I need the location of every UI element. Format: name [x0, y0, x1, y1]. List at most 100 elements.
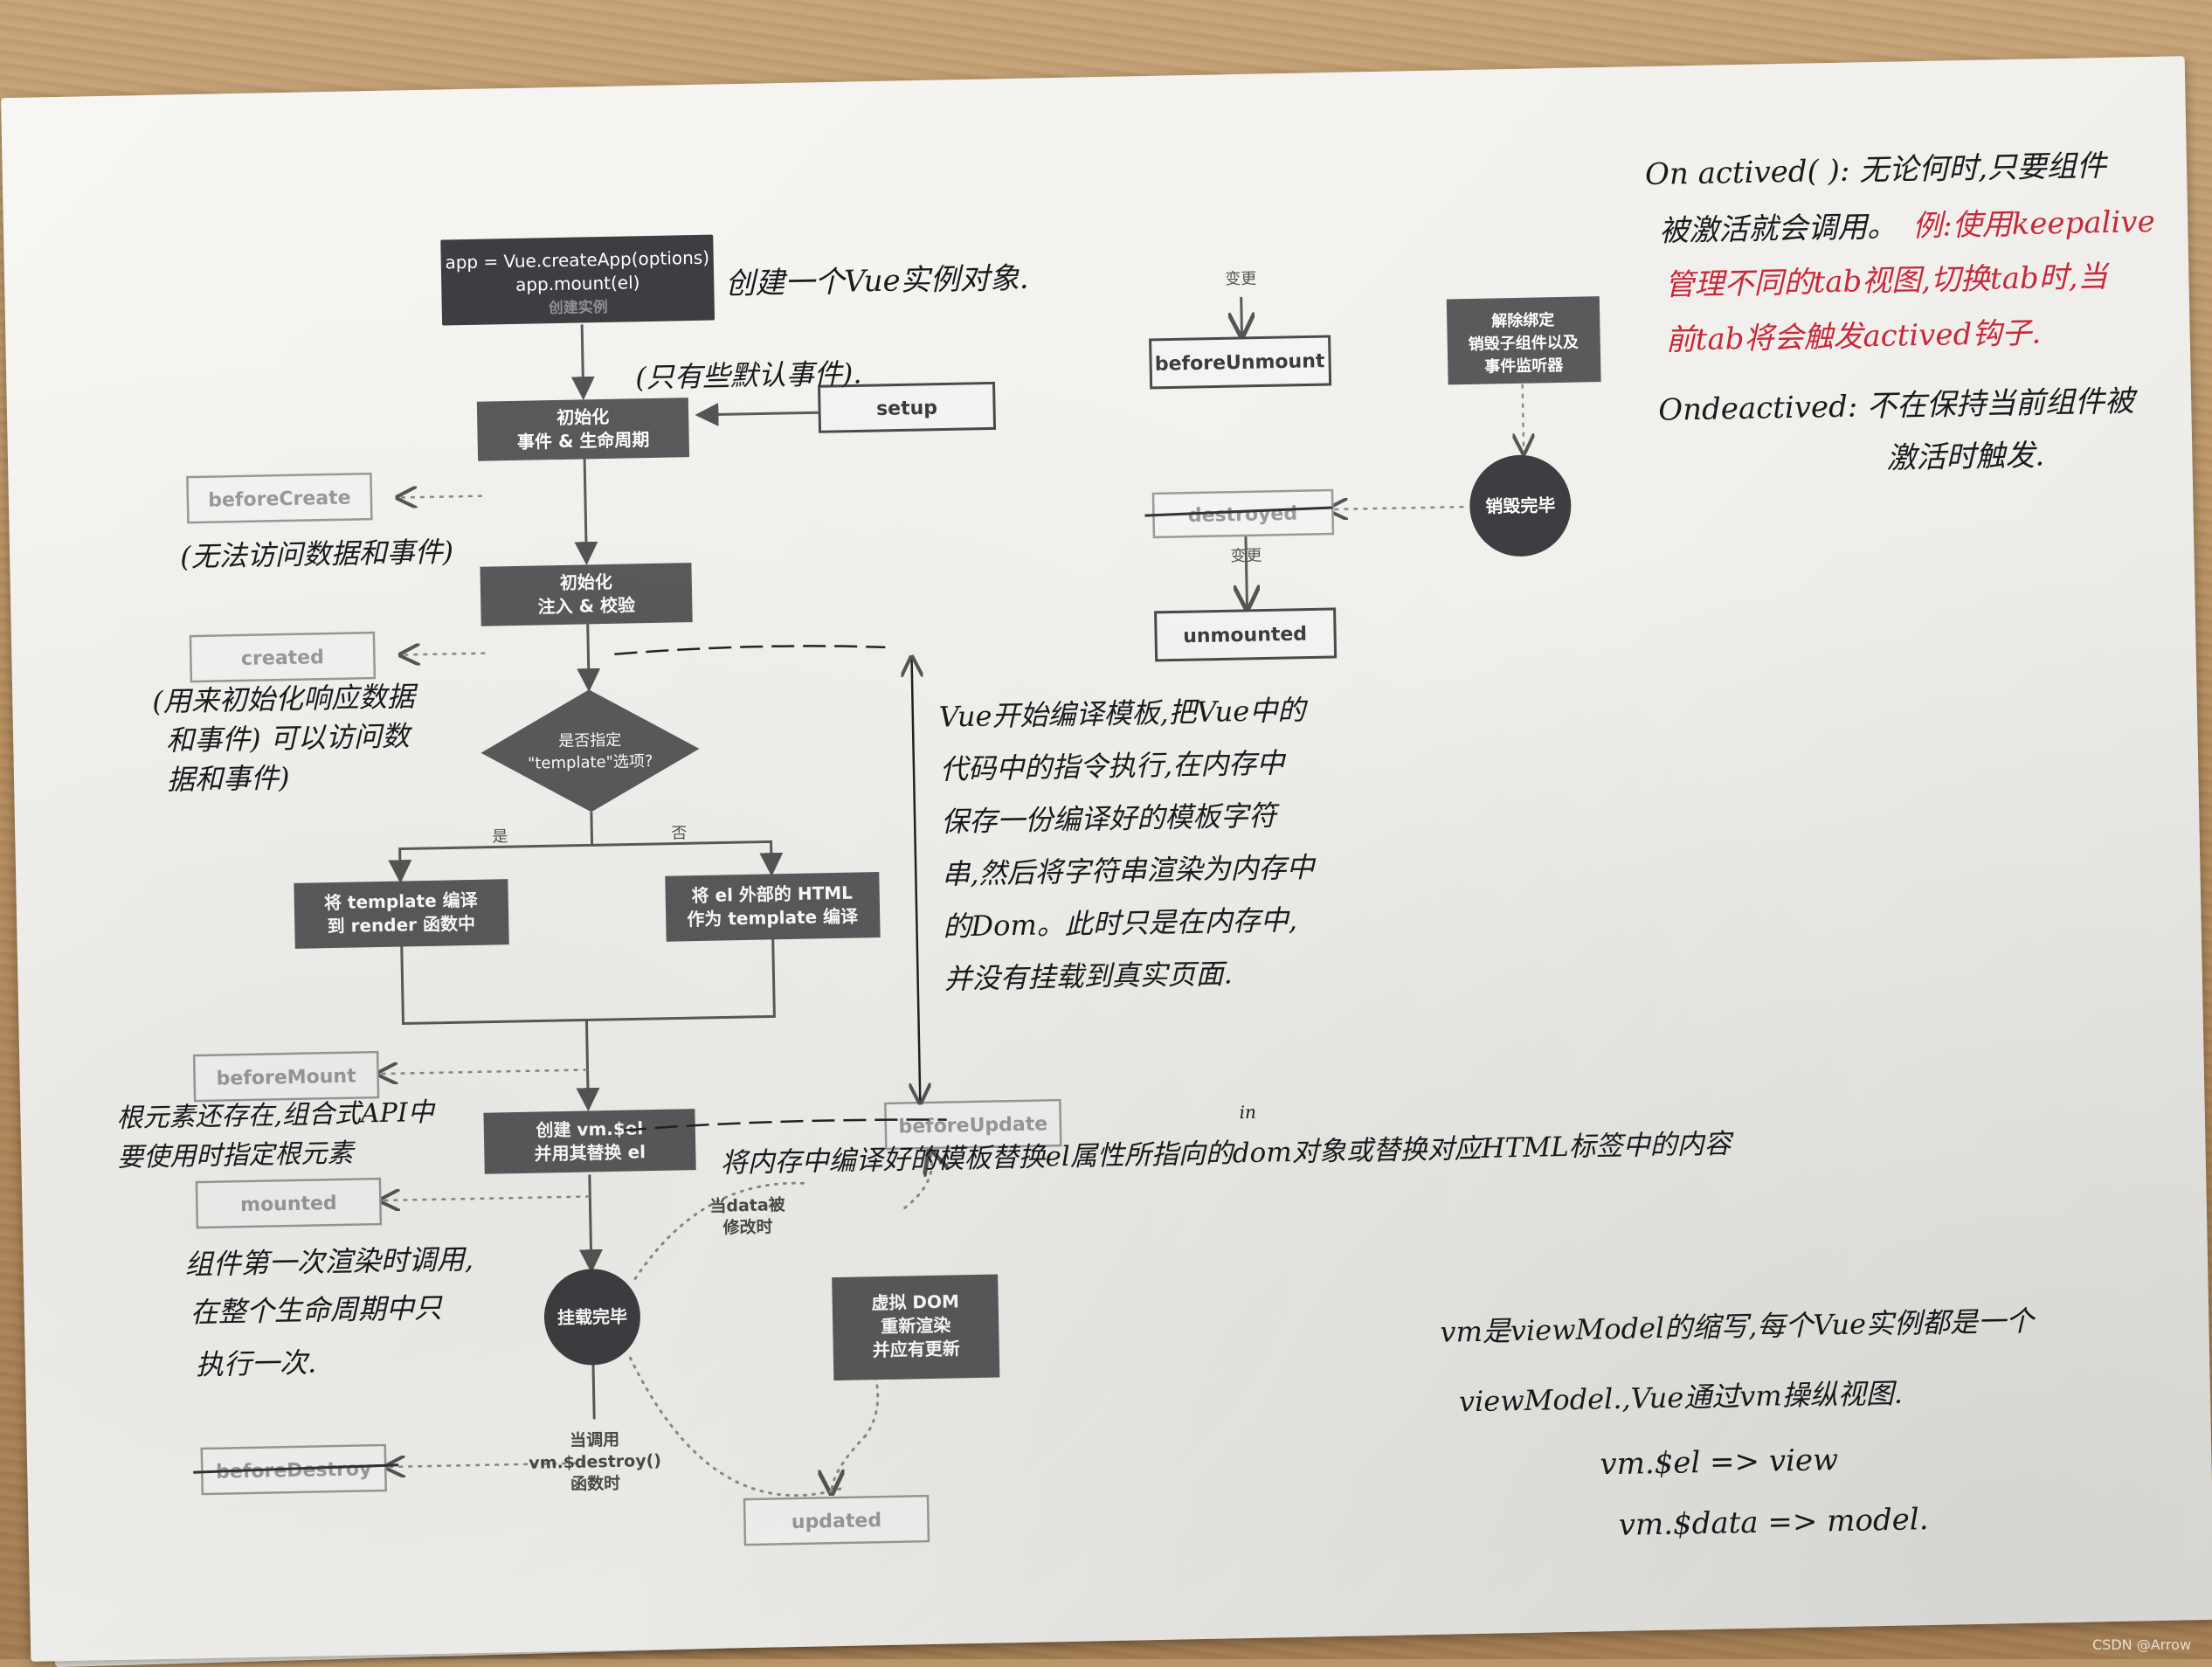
- bracket-vertical: [912, 657, 921, 1103]
- svg-text:updated: updated: [791, 1510, 882, 1533]
- cycle-arc-right: [862, 1342, 880, 1437]
- svg-text:到 render 函数中: 到 render 函数中: [327, 913, 475, 937]
- unmounted-node: unmounted: [1154, 607, 1338, 662]
- svg-text:app = Vue.createApp(options): app = Vue.createApp(options): [445, 247, 709, 273]
- note-activated-line-1: On actived( ): 无论何时,只要组件: [1645, 149, 2110, 192]
- svg-text:初始化: 初始化: [560, 571, 612, 593]
- note-compile-line-4: 串,然后将字符串渲染为内存中: [942, 850, 1317, 890]
- note-activated-line-3: 管理不同的tab视图,切换tab时,当: [1664, 259, 2111, 303]
- arrow-to-beforedestroy: [385, 1463, 596, 1467]
- updated-node: updated: [743, 1494, 930, 1546]
- arrow-init-to-inject: [574, 459, 598, 566]
- change-label-1: 变更: [1225, 270, 1256, 289]
- change-label-2: 变更: [1230, 547, 1262, 566]
- before-destroy-node: beforeDestroy: [193, 1443, 399, 1496]
- svg-text:创建实例: 创建实例: [548, 298, 608, 317]
- before-mount-node: beforeMount: [192, 1050, 380, 1103]
- arrow-yes-branch: [388, 812, 594, 884]
- bracket-bottom: [623, 1118, 947, 1131]
- created-node: created: [189, 631, 377, 683]
- virtual-dom-node: 虚拟 DOM 重新渲染 并应有更新: [832, 1274, 1000, 1381]
- arrow-to-mounted: [380, 1196, 591, 1200]
- note-activated-line-2-red: 例:使用keepalive: [1912, 204, 2155, 244]
- note-before-create: (无法访问数据和事件): [180, 535, 454, 573]
- svg-text:created: created: [241, 647, 324, 670]
- note-deactivated-line-1: Ondeactived: 不在保持当前组件被: [1658, 384, 2139, 428]
- compile-template-node: 将 template 编译 到 render 函数中: [294, 879, 509, 949]
- merge-line: [400, 937, 776, 1026]
- data-changed-label-2: 修改时: [722, 1216, 772, 1237]
- note-replace: 将内存中编译好的模板替换el属性所指向的dom对象或替换对应HTML标签中的内容: [720, 1128, 1735, 1179]
- note-vm-line-2: viewModel.,Vue通过vm操纵视图.: [1459, 1377, 1904, 1419]
- svg-text:注入 & 校验: 注入 & 校验: [537, 594, 635, 617]
- svg-text:并用其替换 el: 并用其替换 el: [534, 1141, 646, 1164]
- svg-text:将 template 编译: 将 template 编译: [324, 889, 479, 913]
- note-activated-line-2-black: 被激活就会调用。: [1659, 210, 1897, 249]
- call-destroy-label-3: 函数时: [570, 1473, 620, 1494]
- svg-text:初始化: 初始化: [556, 406, 609, 428]
- bracket-top: [614, 645, 886, 656]
- mounted-node: mounted: [195, 1177, 383, 1229]
- data-changed-label-1: 当data被: [709, 1194, 785, 1216]
- note-before-mount-line-2: 要使用时指定根元素: [117, 1138, 356, 1173]
- arrow-merge-to-create-el: [576, 1020, 600, 1112]
- note-compile-line-5: 的Dom。此时只是在内存中,: [943, 903, 1297, 944]
- call-destroy-label-2: vm.$destroy(): [529, 1451, 661, 1473]
- compile-el-node: 将 el 外部的 HTML 作为 template 编译: [665, 872, 881, 942]
- note-vm-line-3: vm.$el => view: [1600, 1442, 1838, 1482]
- setup-node: setup: [818, 381, 997, 433]
- destroyed-node: destroyed: [1144, 488, 1335, 539]
- svg-text:是否指定: 是否指定: [558, 731, 621, 750]
- line-mounted-down: [591, 1362, 596, 1420]
- init-events-node: 初始化 事件 & 生命周期: [476, 398, 690, 461]
- note-create-instance: 创建一个Vue实例对象.: [725, 261, 1029, 302]
- svg-text:事件 & 生命周期: 事件 & 生命周期: [517, 429, 650, 453]
- svg-text:作为 template 编译: 作为 template 编译: [687, 905, 859, 930]
- svg-text:将 el 外部的 HTML: 将 el 外部的 HTML: [691, 882, 853, 907]
- paper-sheet: app = Vue.createApp(options) app.mount(e…: [1, 56, 2212, 1662]
- template-decision-node: 是否指定 "template"选项?: [480, 689, 700, 813]
- arrow-to-beforecreate: [397, 496, 482, 498]
- svg-text:重新渲染: 重新渲染: [881, 1315, 951, 1338]
- arrow-to-updated: [831, 1434, 868, 1493]
- arrow-to-beforemount: [378, 1069, 588, 1074]
- svg-text:虚拟 DOM: 虚拟 DOM: [871, 1290, 959, 1313]
- note-compile-line-6: 并没有挂载到真实页面.: [944, 957, 1233, 995]
- note-vm-line-1: vm是viewModel的缩写,每个Vue实例都是一个: [1440, 1304, 2036, 1349]
- svg-text:beforeUnmount: beforeUnmount: [1155, 350, 1325, 376]
- before-update-node: beforeUpdate: [884, 1098, 1062, 1151]
- destroy-done-circle: 销毁完毕: [1469, 454, 1572, 557]
- svg-text:beforeMount: beforeMount: [216, 1066, 356, 1090]
- note-created-line-1: (用来初始化响应数据: [152, 680, 418, 718]
- svg-text:beforeUpdate: beforeUpdate: [898, 1113, 1047, 1138]
- svg-text:setup: setup: [876, 398, 937, 420]
- arrow-to-beforeupdate: [903, 1151, 932, 1210]
- note-created-line-2: 和事件) 可以访问数: [166, 719, 413, 757]
- svg-text:并应有更新: 并应有更新: [873, 1338, 960, 1360]
- note-created-line-3: 据和事件): [167, 761, 290, 797]
- svg-text:销毁子组件以及: 销毁子组件以及: [1469, 333, 1580, 354]
- arrow-setup-to-init: [695, 402, 820, 426]
- note-mounted-line-3: 执行一次.: [196, 1346, 317, 1382]
- note-compile-line-1: Vue开始编译模板,把Vue中的: [938, 694, 1309, 734]
- arrow-unbind-to-done: [1522, 374, 1524, 453]
- arrow-destroyed-to-unmounted: [1246, 532, 1248, 609]
- arrow-create-to-init: [570, 324, 595, 401]
- call-destroy-label-1: 当调用: [570, 1429, 619, 1450]
- init-inject-node: 初始化 注入 & 校验: [480, 563, 693, 626]
- before-create-node: beforeCreate: [186, 472, 373, 524]
- note-deactivated-line-2: 激活时触发.: [1886, 438, 2045, 475]
- svg-text:解除绑定: 解除绑定: [1491, 310, 1554, 330]
- create-app-node: app = Vue.createApp(options) app.mount(e…: [440, 234, 715, 326]
- cycle-arc-bottom: [626, 1352, 842, 1498]
- no-label: 否: [671, 824, 687, 842]
- note-mounted-line-1: 组件第一次渲染时调用,: [184, 1242, 474, 1281]
- svg-text:事件监听器: 事件监听器: [1484, 356, 1564, 377]
- note-vm-line-4: vm.$data => model.: [1618, 1502, 1928, 1543]
- mounted-done-circle: 挂载完毕: [543, 1269, 640, 1366]
- create-el-node: 创建 vm.$el 并用其替换 el: [483, 1109, 696, 1174]
- arrow-done-to-destroyed: [1328, 507, 1464, 509]
- svg-text:unmounted: unmounted: [1183, 624, 1307, 648]
- lifecycle-diagram: app = Vue.createApp(options) app.mount(e…: [116, 149, 2155, 1546]
- arrow-to-created: [400, 654, 486, 655]
